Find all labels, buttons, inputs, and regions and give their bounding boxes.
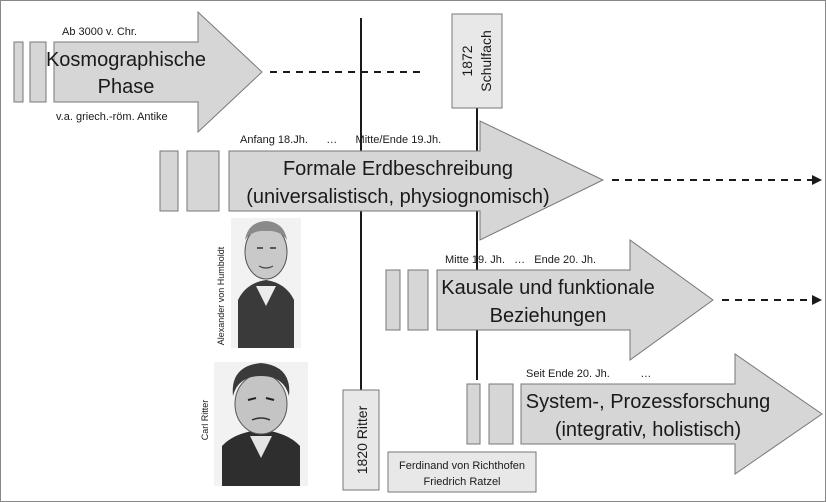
humboldt-caption: Alexander von Humboldt: [216, 246, 226, 345]
phase-3-title-line1: Kausale und funktionale: [441, 277, 655, 299]
phase-4-date-label: Seit Ende 20. Jh. …: [526, 368, 651, 380]
ritter-1820-marker: 1820 Ritter: [342, 389, 380, 491]
phase-1-bar-1: [13, 41, 24, 103]
ritter-1820-label: 1820 Ritter: [354, 405, 370, 474]
phase-4-bar-2: [488, 383, 514, 445]
ritter-portrait-group: Carl Ritter: [200, 362, 308, 486]
phase-2-date-label: Anfang 18.Jh. … Mitte/Ende 19.Jh.: [240, 134, 441, 146]
schulfach-label: Schulfach: [478, 30, 494, 91]
phase-2-formale-erdbeschreibung: Formale Erdbeschreibung (universalistisc…: [159, 120, 822, 241]
humboldt-portrait: [231, 218, 301, 348]
phase-4-title-line1: System-, Prozessforschung: [526, 391, 771, 413]
phase-4-arrow: [520, 353, 823, 475]
phase-3-kausale-beziehungen: Kausale und funktionale Beziehungen Mitt…: [385, 239, 822, 361]
phase-2-title-line2: (universalistisch, physiognomisch): [246, 186, 549, 208]
phase-3-arrow: [436, 239, 714, 361]
phase-1-bar-2: [29, 41, 47, 103]
phase-4-system-prozessforschung: System-, Prozessforschung (integrativ, h…: [466, 353, 823, 475]
schulfach-year: 1872: [459, 45, 475, 76]
phase-2-bar-1: [159, 150, 179, 212]
ritter-portrait: [214, 362, 308, 486]
richthofen-label: Ferdinand von Richthofen: [399, 460, 525, 472]
phase-1-title-line1: Kosmographische: [46, 49, 206, 71]
phase-1-kosmographische: Kosmographische Phase Ab 3000 v. Chr. v.…: [13, 10, 420, 134]
phase-1-date-label: Ab 3000 v. Chr.: [62, 26, 137, 38]
schulfach-box: [451, 13, 503, 109]
ritter-1820-box: [342, 389, 380, 491]
phase-2-arrow: [228, 120, 605, 241]
phase-3-date-label: Mitte 19. Jh. … Ende 20. Jh.: [445, 254, 596, 266]
phase-2-title-line1: Formale Erdbeschreibung: [283, 158, 513, 180]
phase-3-bar-2: [407, 269, 429, 331]
phase-3-bar-1: [385, 269, 401, 331]
phase-4-title-line2: (integrativ, holistisch): [555, 419, 741, 441]
phase-1-arrow: [53, 10, 263, 134]
ratzel-label: Friedrich Ratzel: [423, 476, 500, 488]
phase-2-arrowhead: [812, 175, 822, 185]
phase-4-bar-1: [466, 383, 481, 445]
schulfach-marker: 1872 Schulfach: [451, 13, 503, 109]
richthofen-ratzel-box: [387, 451, 537, 493]
phase-1-sub-label: v.a. griech.-röm. Antike: [56, 111, 168, 123]
phase-3-arrowhead: [812, 295, 822, 305]
humboldt-portrait-group: Alexander von Humboldt: [216, 218, 301, 348]
richthofen-ratzel-marker: Ferdinand von Richthofen Friedrich Ratze…: [387, 451, 537, 493]
phase-2-bar-2: [186, 150, 220, 212]
ritter-caption: Carl Ritter: [200, 400, 210, 441]
phase-3-title-line2: Beziehungen: [490, 305, 607, 327]
phase-1-title-line2: Phase: [98, 76, 155, 98]
